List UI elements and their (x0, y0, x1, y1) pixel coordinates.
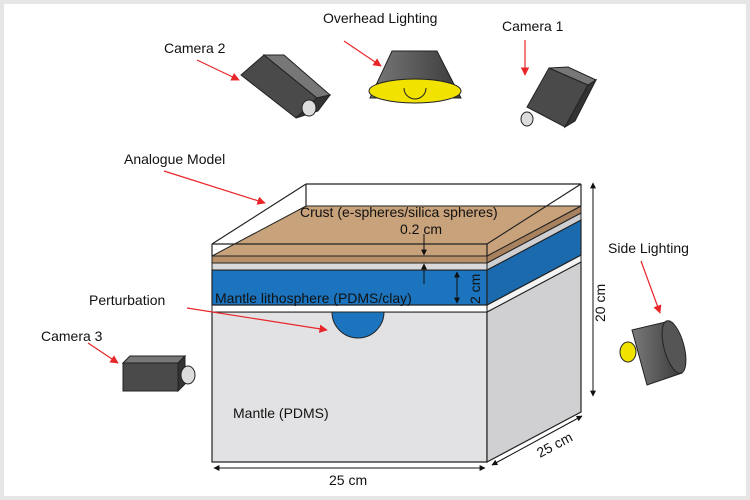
height-label: 20 cm (592, 284, 608, 322)
camera-3-label: Camera 3 (41, 328, 103, 344)
tank-frame (211, 183, 582, 256)
camera-1-label: Camera 1 (502, 18, 564, 34)
overhead-lamp-icon (368, 50, 462, 104)
mantle-lithosphere-layer (211, 219, 582, 306)
side-lighting-label: Side Lighting (608, 240, 689, 256)
width-label: 25 cm (329, 472, 367, 488)
camera-3-icon (121, 354, 196, 393)
pointer-arrows (87, 40, 662, 364)
camera-2-icon (240, 54, 332, 119)
crust-thickness-label: 0.2 cm (400, 221, 442, 237)
side-lamp-icon (619, 320, 687, 386)
mantle-label: Mantle (PDMS) (233, 405, 329, 421)
camera-2-label: Camera 2 (164, 40, 226, 56)
perturbation-blob (331, 311, 385, 339)
camera-1-icon (520, 66, 598, 129)
mantle-lithosphere-label: Mantle lithosphere (PDMS/clay) (215, 290, 412, 306)
analogue-model-label: Analogue Model (124, 151, 225, 167)
crust-label: Crust (e-spheres/silica spheres) (300, 204, 498, 220)
mantle-layer (211, 261, 582, 463)
perturbation-label: Perturbation (89, 292, 165, 308)
depth-arrow (491, 415, 583, 466)
lithosphere-thickness-label: 2 cm (467, 274, 483, 304)
overhead-lighting-label: Overhead Lighting (323, 10, 437, 26)
